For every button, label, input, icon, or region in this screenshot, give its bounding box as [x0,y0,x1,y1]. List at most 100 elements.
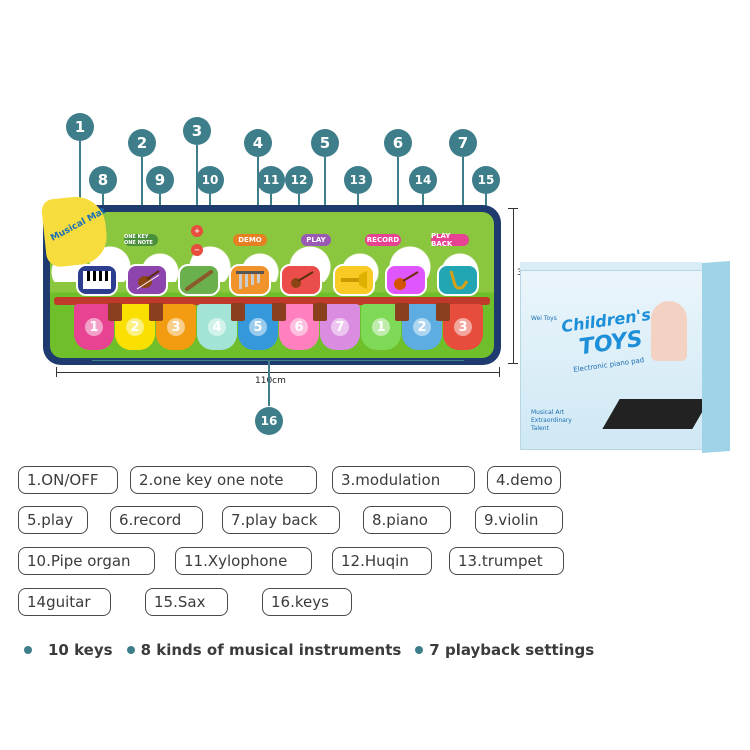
piano-instrument-button [76,264,118,296]
black-key [436,303,450,321]
xylophone-instrument-button [229,264,271,296]
callout-3: 3 [183,117,211,145]
box-side [702,261,730,453]
keys-bracket [92,360,464,361]
box-tagline-2: Extraordinary [531,417,572,424]
label-keys: 16.keys [262,588,352,616]
callout-2: 2 [128,129,156,157]
feature-item: 8 kinds of musical instruments [140,641,402,659]
callout-4-line [257,157,259,233]
callout-16: 16 [255,407,283,435]
black-key [108,303,122,321]
width-dimension-line [56,372,500,373]
callout-1: 1 [66,113,94,141]
label-sax: 15.Sax [145,588,228,616]
black-key [395,303,409,321]
key-strip [54,297,490,305]
bullet-icon [24,646,32,654]
callout-1-line [79,141,81,219]
box-tagline-3: Talent [531,425,549,432]
box-tagline: Musical Art Extraordinary Talent [531,409,572,433]
violin-instrument-button [126,264,168,296]
box-child-illustration [651,301,687,361]
trumpet-instrument-button [333,264,375,296]
label-record: 6.record [110,506,203,534]
xylophone-icon [236,271,264,289]
box-brand: Wei Toys [531,315,557,322]
one-key-button: ONE KEY ONE NOTE [124,234,158,246]
guitar-icon [394,271,419,290]
record-button: RECORD [365,234,401,246]
piano-key: 1 [74,304,114,350]
label-demo: 4.demo [487,466,561,494]
modulation-plus-button: + [191,225,203,237]
label-huqin: 12.Huqin [332,547,432,575]
playback-button: PLAY BACK [431,232,469,248]
callout-8: 8 [89,166,117,194]
piano-icon [83,271,111,289]
black-key [231,303,245,321]
feature-item: 10 keys [48,641,113,659]
label-trumpet: 13.trumpet [449,547,564,575]
callout-10: 10 [196,166,224,194]
box-front: Wei Toys Children's TOYS Electronic pian… [520,270,710,450]
black-key [313,303,327,321]
height-dimension-line [513,208,514,364]
black-key [272,303,286,321]
box-mat-illustration [602,399,710,429]
callout-11: 11 [257,166,285,194]
box-top [520,262,702,272]
demo-button: DEMO [233,234,267,246]
label-modulation: 3.modulation [332,466,475,494]
height-dimension-tick-top [508,208,518,209]
width-dimension-tick-right [499,367,500,377]
bullet-icon [126,646,135,654]
width-dimension-tick-left [56,367,57,377]
box-tagline-1: Musical Art [531,409,565,416]
label-violin: 9.violin [475,506,563,534]
label-xylophone: 11.Xylophone [175,547,312,575]
piano-key: 2 [402,304,442,350]
label-pipe-organ: 10.Pipe organ [18,547,155,575]
callout-7-line [462,157,464,233]
pipe-organ-instrument-button [178,264,220,296]
modulation-minus-button: − [191,244,203,256]
piano-key: 4 [197,304,237,350]
bullet-icon [415,646,424,654]
black-key [149,303,163,321]
label-guitar: 14guitar [18,588,111,616]
huqin-icon [291,271,314,288]
label-piano: 8.piano [363,506,451,534]
callout-14: 14 [409,166,437,194]
piano-key: 1 [361,304,401,350]
callout-15: 15 [472,166,500,194]
callout-16-line [268,360,270,406]
callout-5-line [324,157,326,233]
guitar-instrument-button [385,264,427,296]
label-one-key-one-note: 2.one key one note [130,466,317,494]
trumpet-icon [341,271,367,289]
callout-6: 6 [384,129,412,157]
label-play: 5.play [18,506,88,534]
piano-key: 3 [443,304,483,350]
width-label: 110cm [255,376,286,386]
violin-icon [136,270,160,290]
callout-12: 12 [285,166,313,194]
callout-9: 9 [146,166,174,194]
callout-5: 5 [311,129,339,157]
sax-icon [449,270,469,290]
label-on-off: 1.ON/OFF [18,466,118,494]
height-dimension-tick-bottom [508,363,518,364]
pipe-organ-icon [185,270,213,291]
label-play-back: 7.play back [222,506,340,534]
callout-6-line [397,157,399,233]
callout-13: 13 [344,166,372,194]
huqin-instrument-button [280,264,322,296]
sax-instrument-button [437,264,479,296]
feature-list: 10 keys 8 kinds of musical instruments 7… [22,641,594,659]
callout-4: 4 [244,129,272,157]
feature-item: 7 playback settings [429,641,595,659]
play-button: PLAY [301,234,331,246]
callout-2-line [141,157,143,231]
product-box: Wei Toys Children's TOYS Electronic pian… [520,261,732,454]
